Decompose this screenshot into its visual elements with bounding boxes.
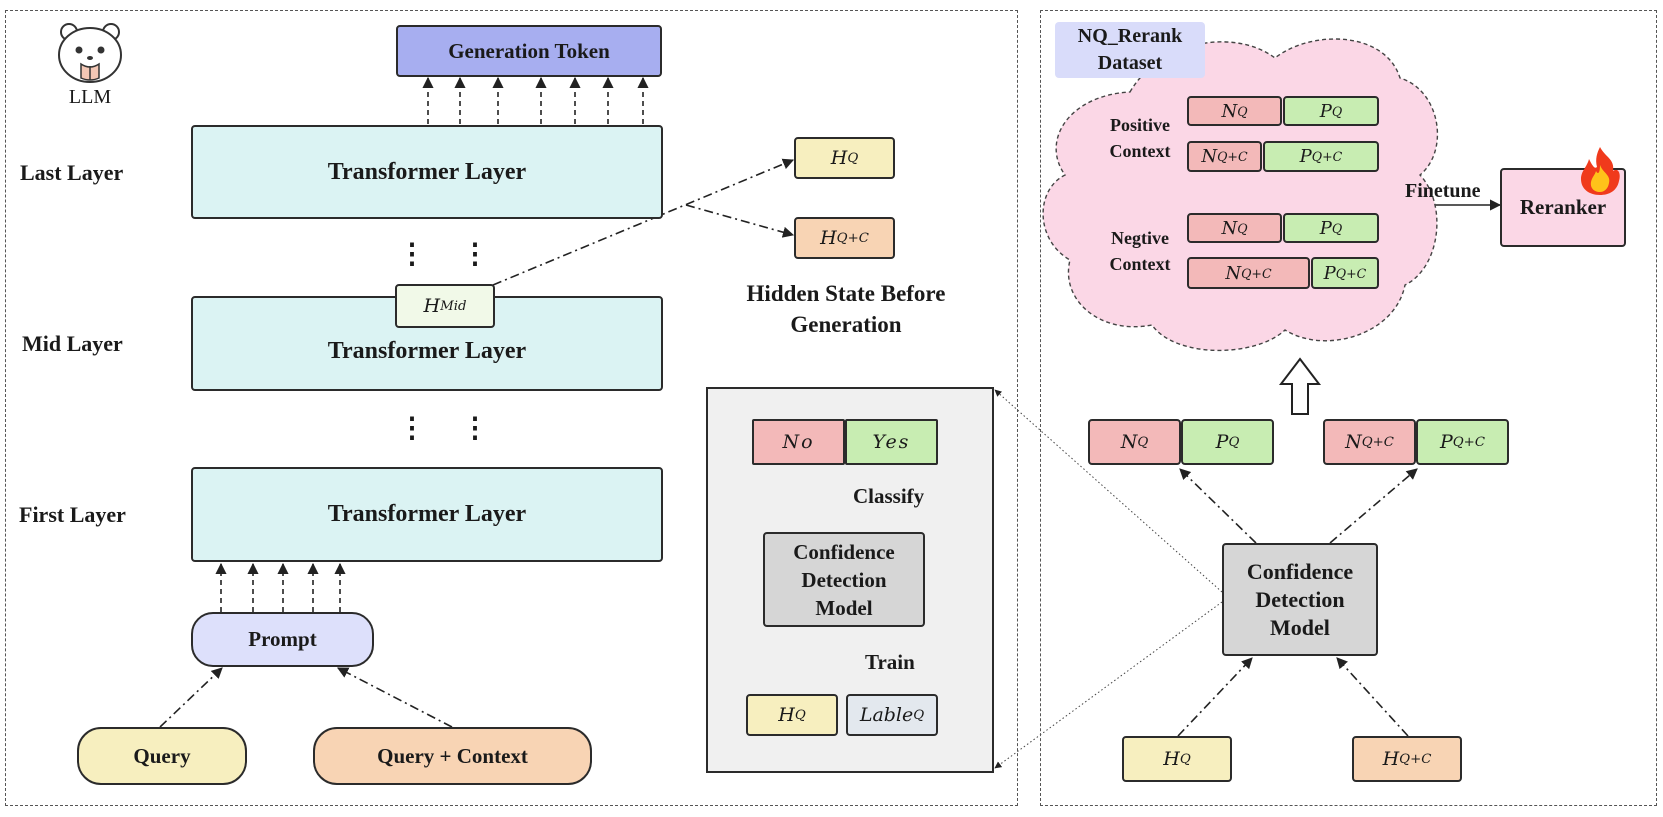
ellipsis-lower: ⋮ ⋮ [398, 413, 503, 444]
neg-nqc-sub: Q+C [1241, 265, 1272, 281]
inference-model-line1: Confidence [1246, 558, 1354, 584]
negative-label-line1: Negtive [1111, 228, 1169, 248]
training-model-line2: Detection [801, 567, 887, 592]
hq-base: H [830, 147, 848, 169]
neg-nq-sub: Q [1237, 220, 1248, 236]
training-model-line1: Confidence [793, 539, 895, 564]
hqc-sub: Q+C [836, 230, 869, 246]
out-pqc-sub: Q+C [1452, 434, 1485, 450]
prompt-box: Prompt [191, 612, 374, 667]
out-pqc-base: P [1439, 431, 1453, 453]
out-pq-sub: Q [1228, 434, 1240, 450]
hqc-base: H [820, 227, 837, 249]
hollow-up-arrow-icon [1278, 357, 1322, 415]
negative-context-label: Negtive Context [1100, 225, 1180, 277]
out-nq-sub: Q [1137, 434, 1149, 450]
label-q-base: Lable [859, 704, 914, 726]
no-box: No [752, 419, 845, 465]
yes-box: Yes [845, 419, 938, 465]
neg-pq-sub: Q [1331, 220, 1343, 236]
classify-label: Classify [853, 484, 925, 508]
finetune-label: Finetune [1405, 180, 1481, 202]
first-layer-label: First Layer [19, 502, 126, 527]
label-q-sub: Q [913, 707, 925, 723]
neg-pq-base: P [1319, 217, 1332, 239]
positive-label-line1: Positive [1110, 115, 1170, 135]
inf-hq-sub: Q [1179, 751, 1191, 767]
inference-model-line2: Detection [1255, 586, 1345, 612]
pos-pqc-base: P [1299, 146, 1312, 167]
negative-label-line2: Context [1109, 254, 1171, 274]
pos-nqc-sub: Q+C [1217, 149, 1248, 164]
out-nqc-base: N [1345, 431, 1362, 453]
hidden-state-caption-line1: Hidden State Before [746, 281, 946, 306]
rerank-panel [1040, 10, 1657, 806]
llm-caption: LLM [68, 86, 112, 108]
transformer-layer-last: Transformer Layer [191, 125, 663, 219]
dataset-label: NQ_Rerank Dataset [1055, 22, 1205, 78]
h-mid-base: H [423, 295, 441, 317]
mid-layer-label: Mid Layer [22, 331, 123, 356]
generation-token: Generation Token [396, 25, 662, 77]
training-confidence-model: Confidence Detection Model [763, 532, 925, 627]
neg-nq-base: N [1221, 217, 1238, 239]
pos-nqc-base: N [1201, 146, 1218, 167]
llm-panel [5, 10, 1018, 806]
dataset-label-line2: Dataset [1097, 52, 1163, 74]
neg-pqc-sub: Q+C [1335, 265, 1367, 281]
flame-icon [1575, 145, 1625, 197]
query-box: Query [77, 727, 247, 785]
inf-hq-base: H [1163, 748, 1180, 770]
inf-hqc-base: H [1382, 748, 1400, 770]
training-model-line3: Model [815, 595, 873, 620]
positive-context-label: Positive Context [1100, 112, 1180, 164]
training-hq-sub: Q [794, 707, 806, 723]
inference-model-line3: Model [1270, 614, 1330, 640]
inf-hqc-sub: Q+C [1399, 751, 1432, 767]
transformer-layer-first: Transformer Layer [191, 467, 663, 562]
neg-pqc-base: P [1323, 262, 1336, 284]
hq-sub: Q [847, 150, 859, 166]
hidden-state-caption: Hidden State Before Generation [718, 278, 974, 340]
hidden-state-caption-line2: Generation [790, 312, 902, 337]
dataset-label-line1: NQ_Rerank [1077, 25, 1183, 47]
neg-nqc-base: N [1225, 262, 1242, 284]
pos-nq-sub: Q [1237, 103, 1248, 119]
pos-pq-sub: Q [1331, 103, 1343, 119]
h-mid-sub: Mid [440, 298, 467, 314]
last-layer-label: Last Layer [20, 160, 124, 185]
hamster-icon [55, 22, 125, 84]
train-label: Train [865, 650, 915, 674]
inference-confidence-model: Confidence Detection Model [1222, 543, 1378, 656]
ellipsis-upper: ⋮ ⋮ [398, 239, 503, 270]
query-context-box: Query + Context [313, 727, 592, 785]
pos-pqc-sub: Q+C [1311, 149, 1343, 164]
pos-nq-base: N [1221, 100, 1238, 122]
out-pq-base: P [1215, 431, 1229, 453]
out-nqc-sub: Q+C [1361, 434, 1394, 450]
pos-pq-base: P [1319, 100, 1332, 122]
training-hq-base: H [778, 704, 795, 726]
out-nq-base: N [1120, 431, 1138, 453]
positive-label-line2: Context [1109, 141, 1171, 161]
